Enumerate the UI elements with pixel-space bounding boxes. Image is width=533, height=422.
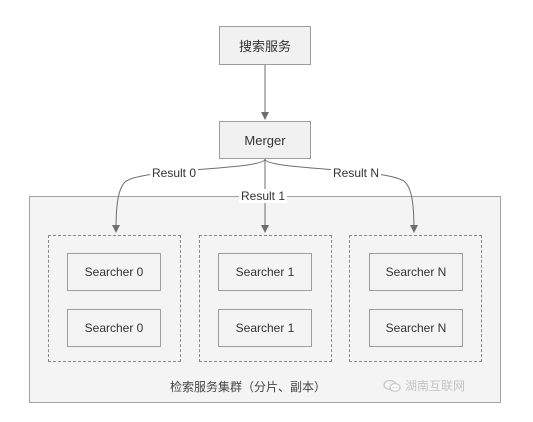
result-0-label: Result 0 [150,166,199,180]
searcher-node: Searcher N [369,309,463,347]
searcher-node: Searcher N [369,253,463,291]
watermark: 湖南互联网 [383,377,465,394]
result-1-label: Result 1 [239,189,288,203]
searcher-node: Searcher 1 [218,309,312,347]
merger-to-group-n-arrow [264,158,418,233]
search-service-node: 搜索服务 [219,26,311,65]
searcher-node: Searcher 0 [67,253,161,291]
chat-bubbles-icon [383,379,401,392]
watermark-text: 湖南互联网 [405,379,466,393]
result-n-label: Result N [331,166,382,180]
searcher-node: Searcher 1 [218,253,312,291]
cluster-caption: 检索服务集群（分片、副本） [170,380,327,394]
merger-to-group-0-arrow [112,158,266,233]
searcher-node: Searcher 0 [67,309,161,347]
merger-node: Merger [219,121,311,159]
